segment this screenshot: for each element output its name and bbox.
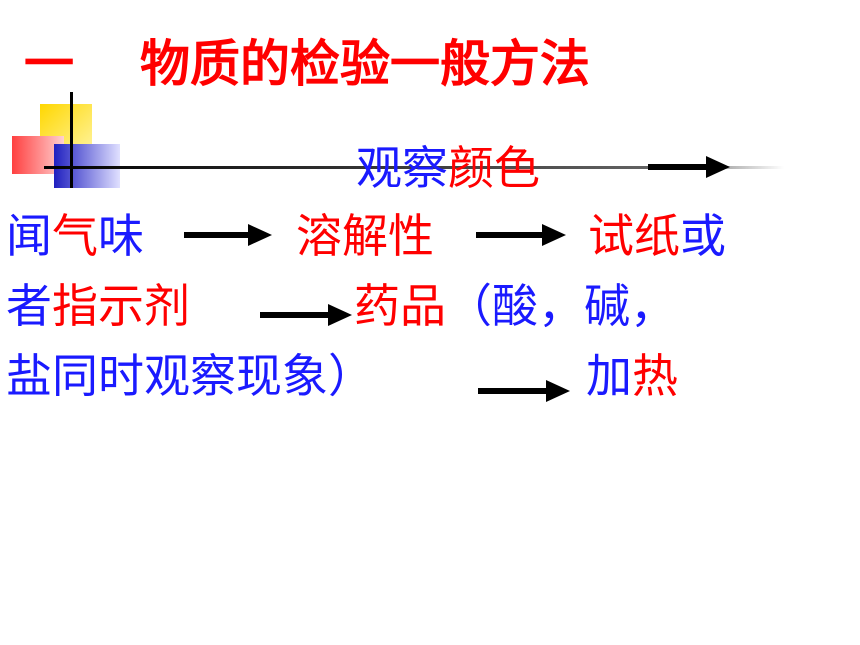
arrow-icon <box>184 224 272 246</box>
step-observe-color: 观察颜色 <box>356 138 540 198</box>
step-smell: 闻气味 <box>6 206 144 266</box>
step-reagent-cont: 盐同时观察现象） <box>6 346 374 406</box>
step-text: 颜色 <box>448 141 540 195</box>
step-reagent: 药品（酸，碱， <box>354 276 676 336</box>
horizontal-rule <box>44 166 784 169</box>
step-text: 观察 <box>356 141 448 195</box>
step-text: 盐同时观察现象） <box>6 349 374 403</box>
step-text: 气 <box>52 209 98 263</box>
step-text: （酸，碱， <box>446 279 676 333</box>
step-text: 试纸 <box>588 209 680 263</box>
step-text: 加 <box>586 349 632 403</box>
step-heat: 加热 <box>586 346 678 406</box>
step-indicator: 者指示剂 <box>6 276 190 336</box>
arrow-icon <box>648 156 730 178</box>
step-text: 者 <box>6 279 52 333</box>
vertical-rule <box>70 92 73 188</box>
title-text: 物质的检验一般方法 <box>140 35 590 93</box>
step-text: 或 <box>680 209 726 263</box>
section-number: 一 <box>24 35 74 93</box>
decorative-corner-graphic <box>12 92 784 188</box>
step-text: 指示剂 <box>52 279 190 333</box>
step-text: 药品 <box>354 279 446 333</box>
page-title: 一 物质的检验一般方法 <box>24 34 590 94</box>
step-text: 热 <box>632 349 678 403</box>
arrow-icon <box>260 304 352 326</box>
step-test-paper: 试纸或 <box>588 206 726 266</box>
step-text: 闻 <box>6 209 52 263</box>
arrow-icon <box>476 224 566 246</box>
step-text: 味 <box>98 209 144 263</box>
step-solubility: 溶解性 <box>296 206 434 266</box>
arrow-icon <box>478 380 570 402</box>
step-text: 溶解性 <box>296 209 434 263</box>
